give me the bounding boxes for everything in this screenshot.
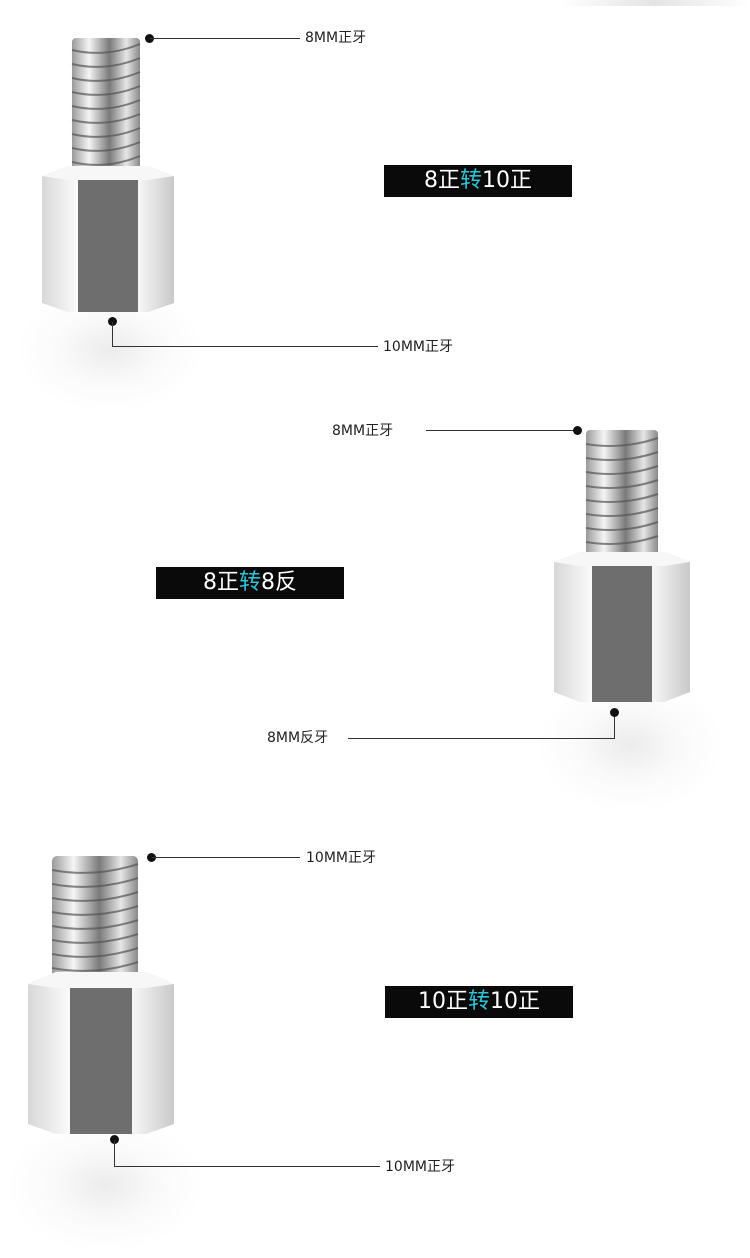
thread-bottom-label: 10MM正牙 (383, 339, 453, 355)
conversion-badge: 8正转8反 (156, 567, 344, 599)
callout-line-bottom-vertical (114, 1140, 115, 1166)
thread-bottom-label: 8MM反牙 (267, 730, 329, 746)
callout-dot-bottom (610, 708, 619, 717)
badge-accent: 转 (459, 168, 482, 193)
callout-line-top (150, 38, 300, 39)
callout-line-bottom-vertical (112, 322, 113, 346)
product-section-3: 10MM正牙 10MM正牙 10正转10正 (0, 820, 750, 1258)
thread-top-label: 10MM正牙 (306, 850, 376, 866)
callout-line-top (152, 857, 300, 858)
thread-bottom-label: 10MM正牙 (385, 1159, 455, 1175)
callout-line-bottom (114, 1166, 380, 1167)
hex-adapter-bolt-icon (38, 28, 178, 318)
thread-top-label: 8MM正牙 (305, 30, 367, 46)
callout-dot-bottom (108, 317, 117, 326)
product-section-1: 8MM正牙 10MM正牙 8正转10正 (0, 0, 750, 410)
hex-adapter-bolt-icon (26, 842, 176, 1142)
badge-to: 10正 (490, 989, 540, 1014)
badge-accent: 转 (238, 570, 261, 595)
callout-line-top (426, 430, 576, 431)
callout-dot-top (145, 34, 154, 43)
badge-from: 10正 (417, 989, 468, 1014)
badge-accent: 转 (467, 989, 490, 1014)
conversion-badge: 10正转10正 (385, 986, 573, 1018)
hex-adapter-bolt-icon (552, 420, 692, 710)
conversion-badge: 8正转10正 (384, 165, 572, 197)
thread-top-label: 8MM正牙 (332, 423, 394, 439)
callout-line-bottom (112, 346, 378, 347)
badge-to: 10正 (482, 168, 532, 193)
bolt-reflection (10, 1120, 200, 1250)
callout-line-bottom (348, 738, 614, 739)
callout-line-bottom-vertical (614, 716, 615, 739)
badge-from: 8正 (202, 570, 239, 595)
callout-dot-bottom (110, 1135, 119, 1144)
callout-dot-top (573, 426, 582, 435)
badge-to: 8反 (261, 570, 297, 595)
callout-dot-top (147, 853, 156, 862)
product-section-2: 8MM正牙 8MM反牙 8正转8反 (0, 410, 750, 820)
badge-from: 8正 (423, 168, 460, 193)
top-edge-shadow (560, 0, 750, 6)
